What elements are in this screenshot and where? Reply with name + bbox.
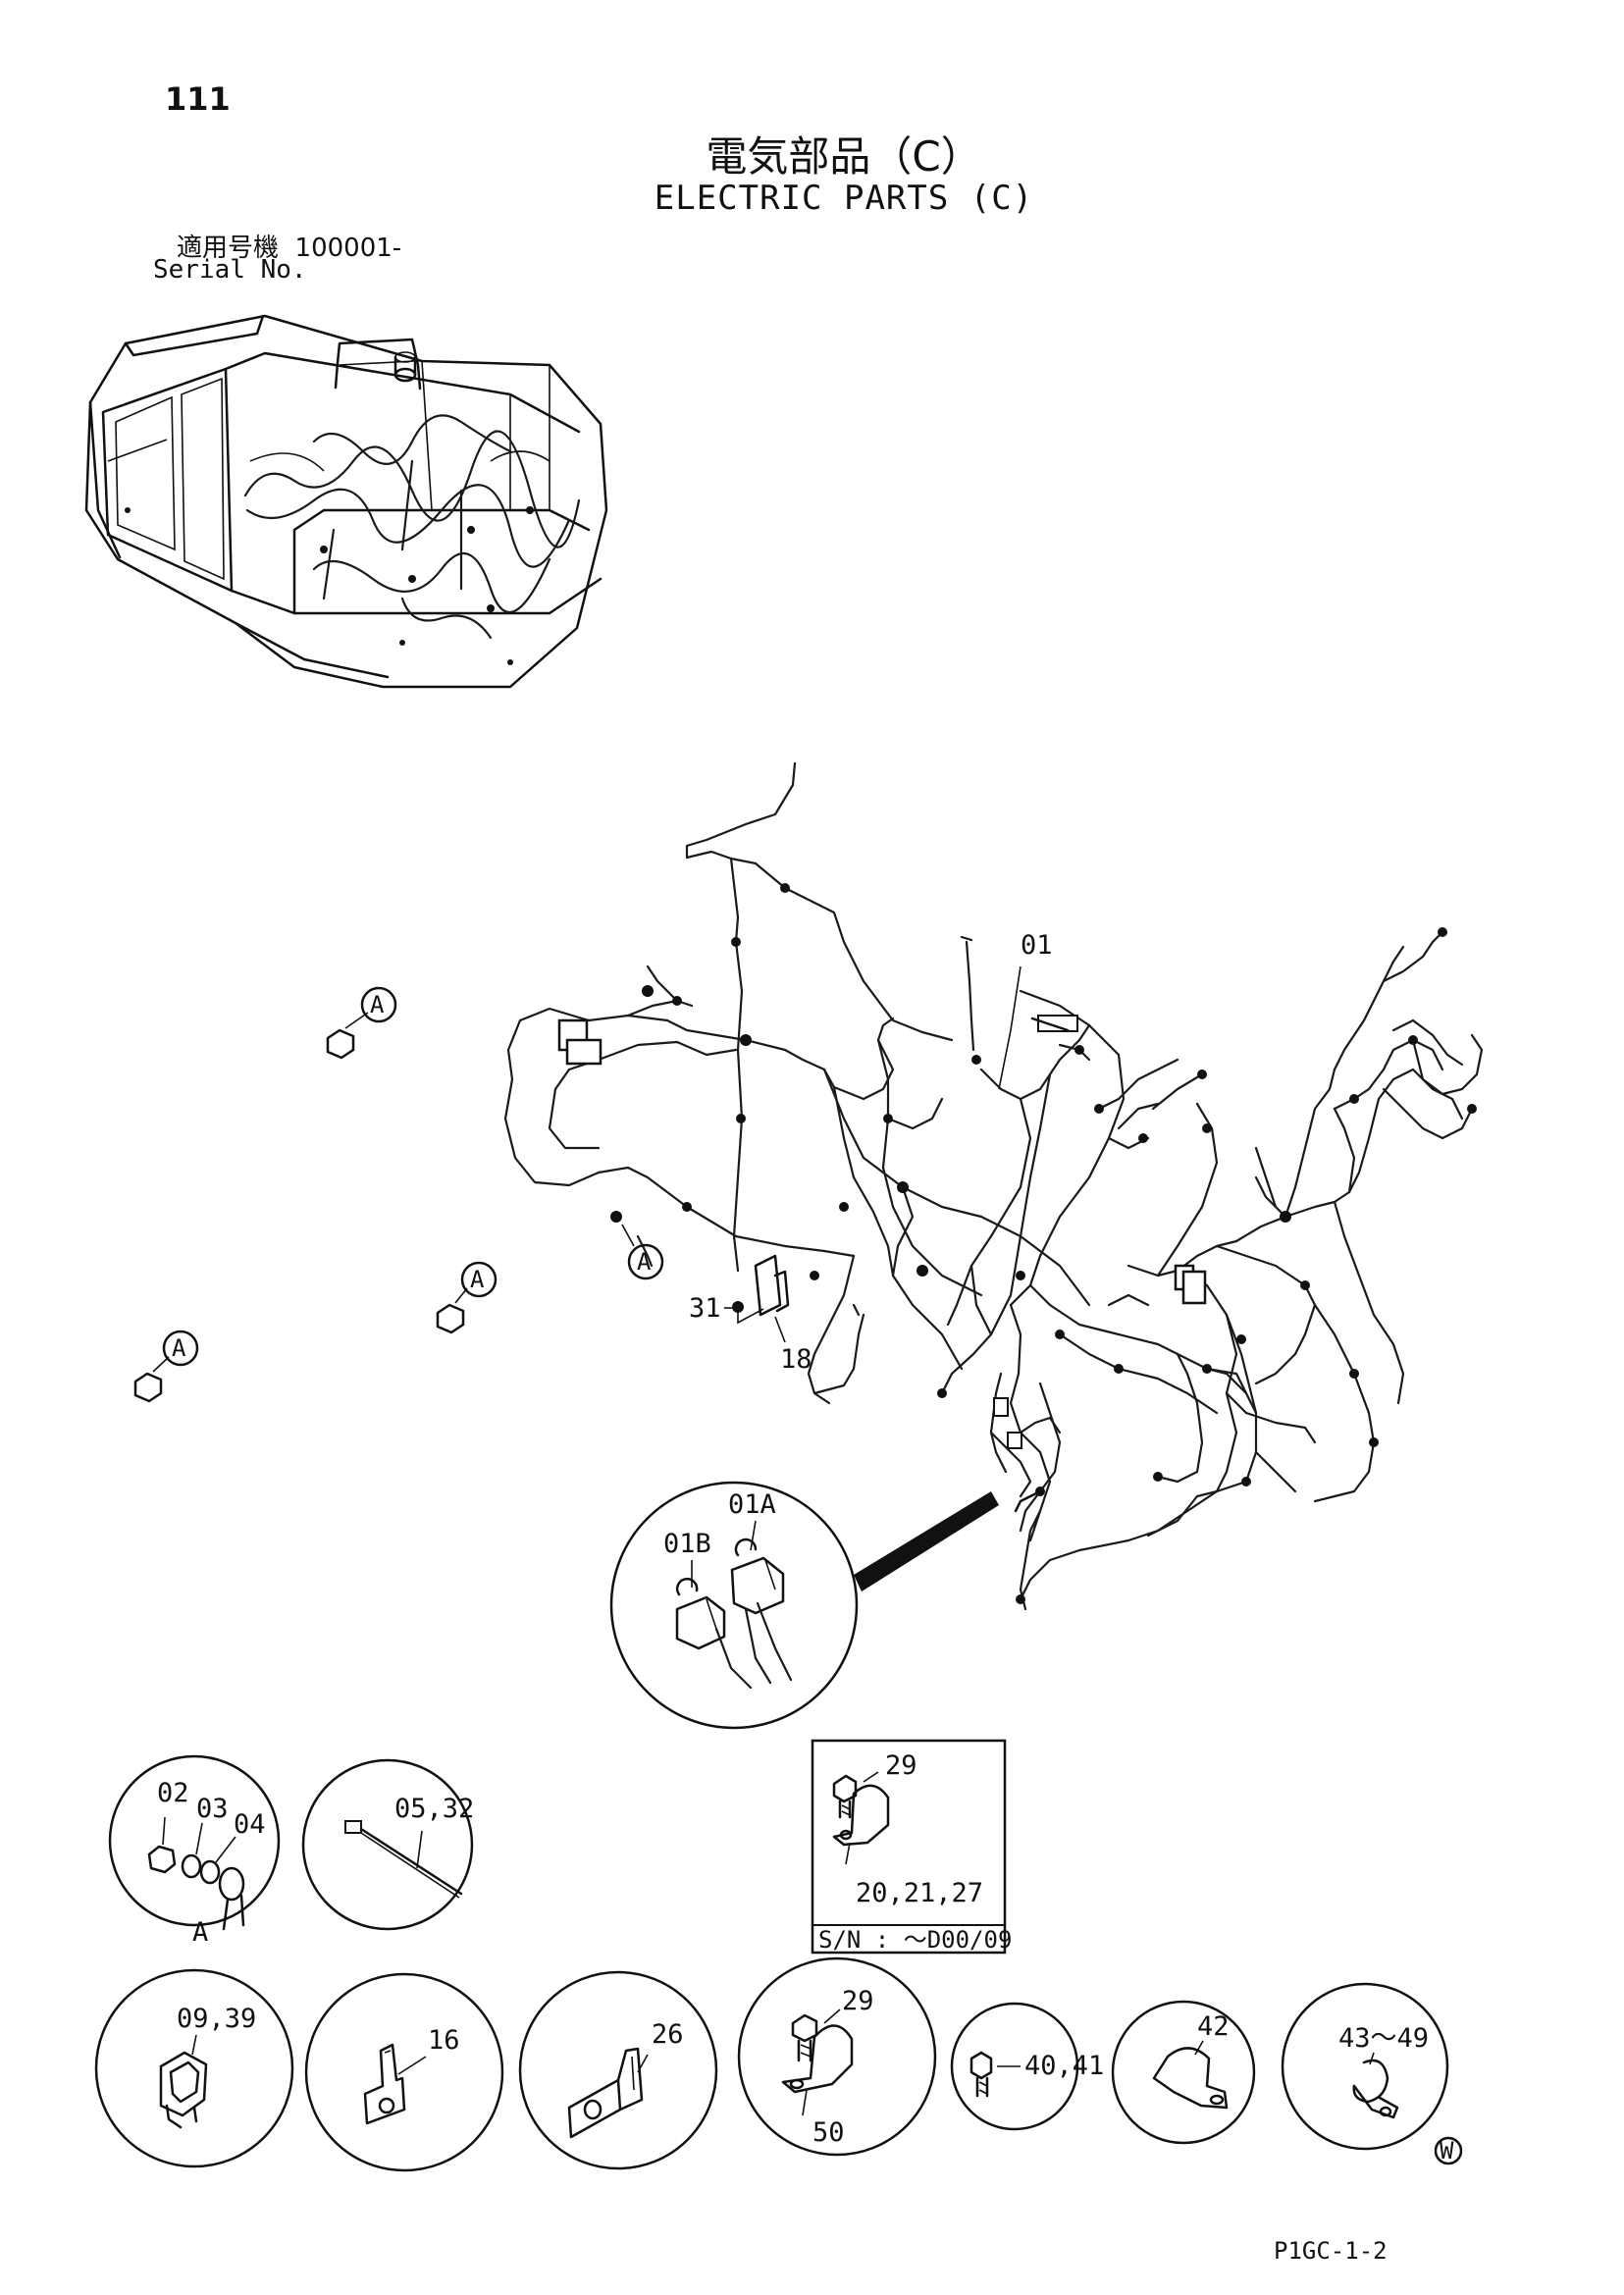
serial-label-jp: 適用号機 xyxy=(177,234,280,263)
page-title-jp: 電気部品（C） xyxy=(706,132,982,181)
page-title-en: ELECTRIC PARTS (C) xyxy=(654,179,1034,218)
detail-clamp-43 xyxy=(1281,1982,1449,2151)
bolt-icon xyxy=(969,2051,1021,2098)
connector-icon xyxy=(675,1520,793,1690)
connector-icon xyxy=(159,2034,208,2129)
detail-plate-16 xyxy=(304,1972,504,2172)
clamp-icon xyxy=(832,1771,890,1865)
bracket-26-label: 26 xyxy=(652,2019,684,2050)
clamp-43-label: 43～49 xyxy=(1338,2023,1429,2054)
nut-set-ref: A xyxy=(192,1917,208,1948)
ref-a-callout-4: A xyxy=(637,1248,652,1276)
ref-a-callout-3: A xyxy=(470,1266,485,1293)
marker-w: W xyxy=(1440,2137,1454,2165)
nut-set-label-04: 04 xyxy=(234,1809,266,1840)
clamp-icon xyxy=(1152,2040,1229,2110)
serial-info: 適用号機 100001- xyxy=(177,228,401,264)
detail-bolt-set xyxy=(950,2002,1079,2131)
bracket-icon xyxy=(363,2043,427,2125)
ref-a-callout-1: A xyxy=(370,991,385,1018)
bolt-set-label: 40,41 xyxy=(1024,2051,1104,2081)
callout-01a: 01A xyxy=(728,1489,776,1520)
serial-value: 100001- xyxy=(294,234,402,263)
callout-bolt: 31 xyxy=(689,1293,721,1324)
detail-battery-terminals xyxy=(609,1481,859,1730)
clamp-set-bolt-label: 29 xyxy=(842,1986,874,2016)
detail-nut-set xyxy=(108,1754,281,1927)
detail-clamp-set xyxy=(737,1956,937,2157)
connector-icon xyxy=(557,883,1477,1604)
callout-01b: 01B xyxy=(663,1529,711,1559)
detail-clamp-box xyxy=(811,1739,1007,1955)
nut-set-label-02: 02 xyxy=(157,1778,189,1808)
clamp-set-clamp-label: 50 xyxy=(812,2117,845,2148)
detail-cable-tie xyxy=(301,1758,474,1931)
bracket-icon xyxy=(732,1254,790,1325)
detail-bracket-26 xyxy=(518,1970,718,2170)
ref-a-callout-2: A xyxy=(172,1334,186,1362)
clamp-box-bolt-label: 29 xyxy=(885,1750,917,1781)
page-number: 111 xyxy=(165,80,231,118)
callout-bracket: 18 xyxy=(780,1344,812,1375)
nut-icon xyxy=(133,1028,622,1403)
cable-tie-icon xyxy=(344,1820,463,1899)
nut-set-label-03: 03 xyxy=(196,1794,229,1824)
drawing-code: P1GC-1-2 xyxy=(1274,2237,1388,2265)
clamp-icon xyxy=(1352,2052,1399,2119)
detail-holder xyxy=(94,1968,294,2168)
detail-clamp-42 xyxy=(1111,2000,1256,2145)
clamp-box-clamp-label: 20,21,27 xyxy=(856,1878,983,1908)
clamp-icon xyxy=(781,2008,854,2116)
nut-icon xyxy=(147,1816,245,1931)
bracket-icon xyxy=(567,2047,649,2139)
plate-16-label: 16 xyxy=(428,2025,460,2056)
holder-label: 09,39 xyxy=(177,2004,256,2034)
clamp-42-label: 42 xyxy=(1197,2011,1230,2042)
excavator-cab-icon xyxy=(84,314,608,689)
main-wire-harness xyxy=(503,761,1484,1611)
clamp-box-serial-note: S/N : ～D00/09 xyxy=(818,1926,1012,1954)
serial-label-en: Serial No. xyxy=(153,255,307,285)
cable-tie-label: 05,32 xyxy=(394,1794,474,1824)
callout-harness: 01 xyxy=(1021,930,1053,961)
